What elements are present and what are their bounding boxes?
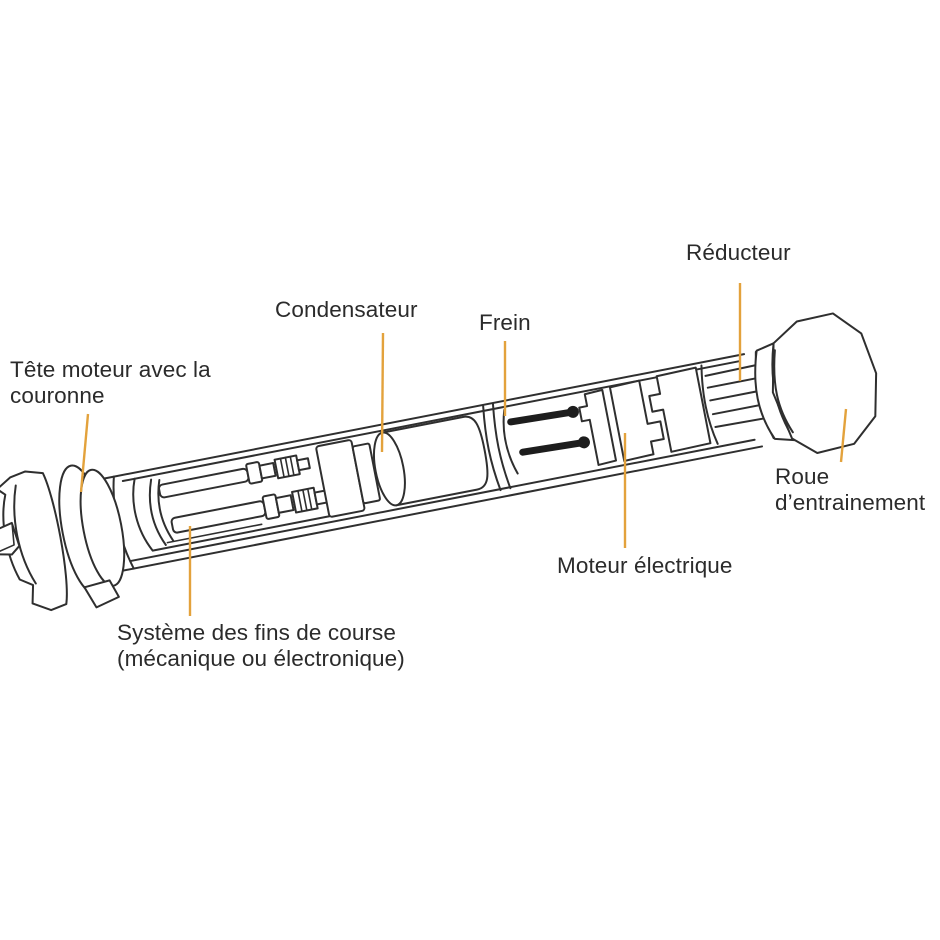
capacitor-body — [381, 415, 489, 507]
capacitor-cylinder — [372, 415, 489, 507]
head-plate-face-arc — [13, 484, 37, 585]
lower-rod-step2 — [274, 494, 295, 514]
upper-rod-tip — [296, 457, 311, 472]
leader-motor-head — [79, 413, 90, 493]
crown-bottom-tab — [83, 579, 120, 609]
drive-wheel-face — [771, 312, 878, 455]
drive-wheel — [754, 312, 878, 455]
head-nub-edge — [0, 524, 15, 554]
lower-rod-ribs — [297, 488, 313, 513]
cutaway-edge — [132, 477, 331, 552]
section-divider — [482, 402, 512, 492]
brake-chamber-edge — [502, 408, 519, 475]
brake-pin-bottom-head — [577, 436, 590, 449]
electric-motor-stator — [578, 366, 712, 466]
brake-pin-top — [507, 408, 574, 426]
stator-block-b — [648, 366, 712, 453]
limit-bracket-arc2 — [157, 479, 175, 542]
drive-wheel-chamfer — [773, 349, 794, 434]
limit-switch-assembly — [148, 454, 330, 546]
label-limit-switch: Système des fins de course (mécanique ou… — [117, 620, 405, 672]
motor-head — [0, 464, 126, 612]
label-electric-motor: Moteur électrique — [557, 553, 733, 578]
leader-drive-wheel — [839, 408, 848, 463]
limit-bracket-arc — [148, 478, 167, 546]
brake-assembly — [502, 405, 590, 475]
reducer-boundary — [700, 364, 719, 445]
brake-pin-top-head — [566, 405, 579, 418]
upper-rod-ribs — [279, 455, 295, 478]
reducer-ribs — [704, 363, 770, 428]
leader-capacitor — [380, 332, 385, 453]
stator-key-piece — [578, 388, 618, 466]
label-capacitor: Condensateur — [275, 297, 418, 322]
floor-line — [166, 523, 263, 544]
label-drive-wheel: Roue d’entrainement — [775, 464, 926, 516]
stator-block-a — [608, 379, 665, 462]
label-reducer: Réducteur — [686, 240, 791, 265]
leader-lines — [79, 283, 848, 616]
tube-outline — [104, 353, 763, 572]
upper-rod-step2 — [258, 462, 277, 480]
label-brake: Frein — [479, 310, 531, 335]
label-motor-head: Tête moteur avec la couronne — [10, 357, 211, 409]
brake-pin-bottom — [519, 439, 585, 456]
motor-body-drawing — [0, 312, 878, 612]
